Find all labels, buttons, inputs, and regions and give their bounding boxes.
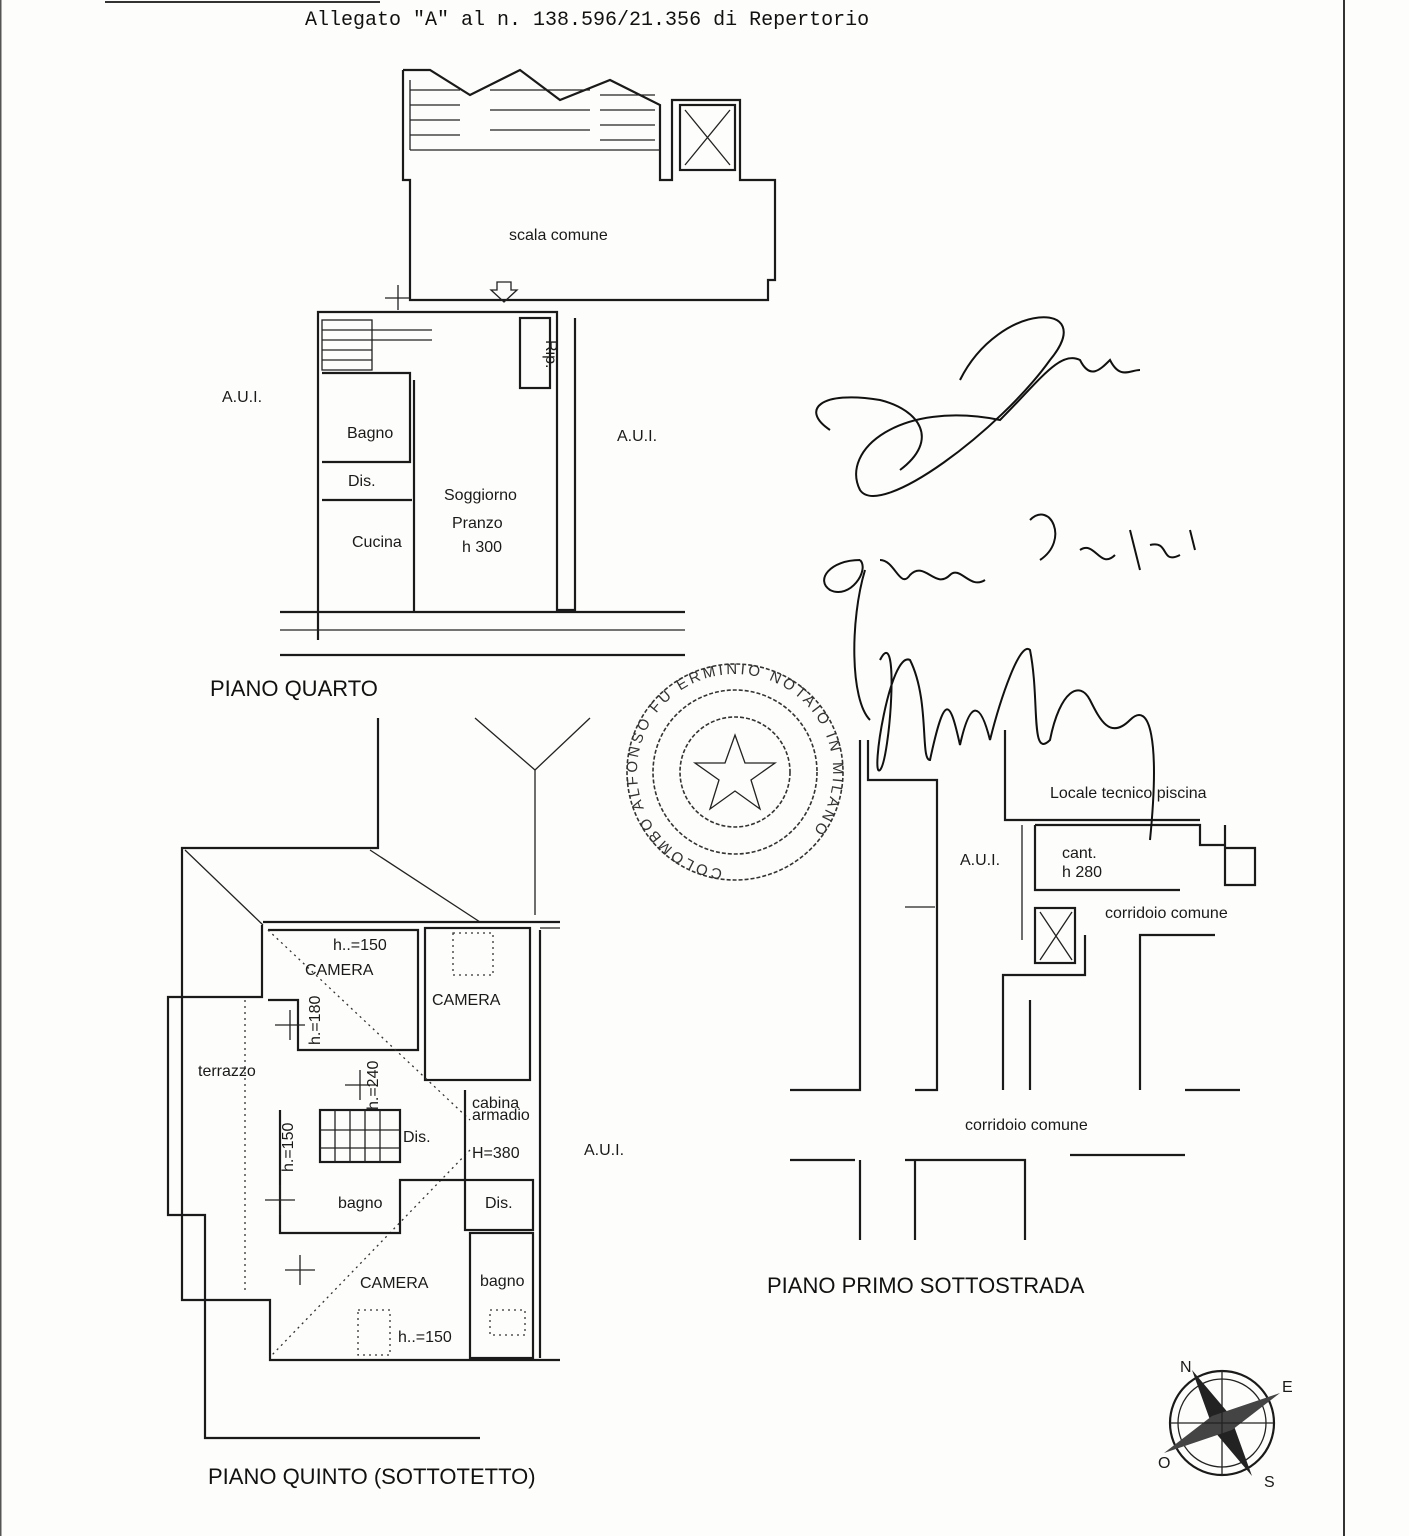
label-terrazzo: terrazzo [198, 1063, 256, 1080]
label-h180: h.=180 [307, 996, 324, 1045]
piano-quarto-plan: scala comune A.U.I. A.U.I. Rip. Bagno Di… [210, 68, 777, 701]
label-height: h 300 [462, 539, 502, 556]
title-piano-primo-sottostrada: PIANO PRIMO SOTTOSTRADA [767, 1273, 1085, 1298]
label-h380: H=380 [472, 1145, 520, 1162]
label-bagno-2: bagno [480, 1273, 525, 1290]
label-scala-comune: scala comune [509, 227, 608, 244]
label-dis-2: Dis. [485, 1195, 513, 1212]
label-h150-top: h..=150 [333, 937, 387, 954]
header-text: Allegato "A" al n. 138.596/21.356 di Rep… [305, 9, 869, 32]
star-emblem-icon [692, 733, 778, 811]
label-rip: Rip. [542, 340, 559, 368]
label-soggiorno: Soggiorno [444, 487, 517, 504]
label-bagno-1: bagno [338, 1195, 383, 1212]
label-aui-left: A.U.I. [222, 389, 262, 406]
compass-n: N [1180, 1359, 1192, 1376]
label-h150-side: h.=150 [280, 1123, 297, 1172]
title-piano-quinto: PIANO QUINTO (SOTTOTETTO) [208, 1464, 536, 1489]
label-aui-right: A.U.I. [617, 428, 657, 445]
label-bagno: Bagno [347, 425, 393, 442]
label-corridoio-1: corridoio comune [1105, 905, 1228, 922]
compass-rose-icon: N E S O [1158, 1359, 1293, 1491]
label-dis: Dis. [348, 473, 376, 490]
label-cant: cant. [1062, 845, 1097, 862]
label-pranzo: Pranzo [452, 515, 503, 532]
label-camera-2: CAMERA [432, 992, 501, 1009]
label-aui-sottostrada: A.U.I. [960, 852, 1000, 869]
svg-text:COLOMBO ALFONSO FU ERMINIO NOT: COLOMBO ALFONSO FU ERMINIO NOTAIO IN MIL… [624, 661, 846, 882]
elevator-shaft [678, 103, 737, 172]
label-h240: h.=240 [365, 1061, 382, 1110]
signatures [815, 316, 1196, 841]
piano-quinto-plan: h..=150 CAMERA CAMERA h.=180 terrazzo h.… [166, 717, 624, 1489]
label-corridoio-2: corridoio comune [965, 1117, 1088, 1134]
label-cabina: cabina [472, 1095, 519, 1112]
entrance-arrow-icon [489, 281, 519, 303]
label-camera-3: CAMERA [360, 1275, 429, 1292]
compass-s: S [1264, 1474, 1275, 1491]
label-armadio: armadio [472, 1107, 530, 1124]
compass-o: O [1158, 1455, 1170, 1472]
title-piano-quarto: PIANO QUARTO [210, 676, 378, 701]
piano-primo-sottostrada-plan: Locale tecnico piscina A.U.I. cant. h 28… [767, 730, 1257, 1298]
compass-e: E [1282, 1379, 1293, 1396]
label-cant-h: h 280 [1062, 864, 1102, 881]
notary-seal: COLOMBO ALFONSO FU ERMINIO NOTAIO IN MIL… [624, 661, 846, 882]
label-h150-bottom: h..=150 [398, 1329, 452, 1346]
label-camera-1: CAMERA [305, 962, 374, 979]
label-locale-tecnico: Locale tecnico piscina [1050, 785, 1207, 802]
label-aui-quinto: A.U.I. [584, 1142, 624, 1159]
label-dis-1: Dis. [403, 1129, 431, 1146]
label-cucina: Cucina [352, 534, 402, 551]
